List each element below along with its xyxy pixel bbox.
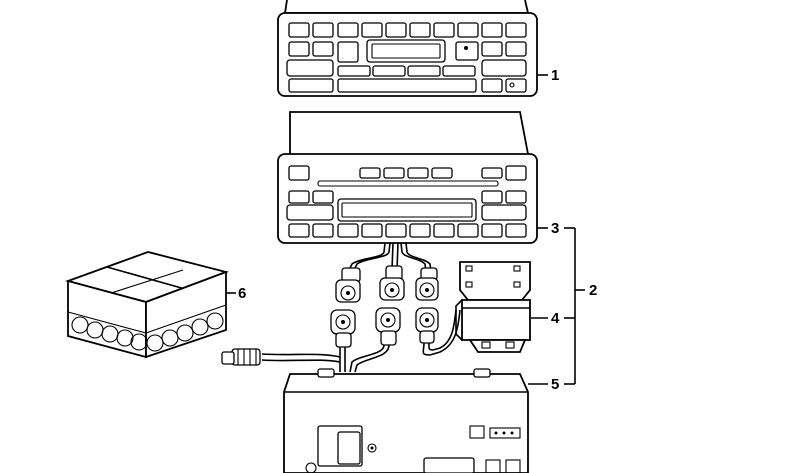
upper-left-plug bbox=[335, 267, 361, 303]
side-connector-plug bbox=[221, 348, 261, 366]
lower-right-plug bbox=[415, 307, 439, 344]
radio3-button-row-4 bbox=[288, 223, 527, 238]
radio1-button-row-1 bbox=[288, 22, 527, 38]
radio1-button-row-2 bbox=[288, 39, 527, 63]
callout-3: 3 bbox=[551, 220, 559, 237]
radio3-display bbox=[286, 198, 527, 222]
upper-middle-plug bbox=[379, 265, 405, 301]
cd-changer-box bbox=[65, 251, 236, 359]
radio1-button-row-3 bbox=[286, 59, 527, 77]
callout-6: 6 bbox=[238, 285, 246, 302]
lower-left-plug bbox=[330, 309, 356, 348]
lower-middle-plug bbox=[375, 307, 401, 346]
group-bracket-2 bbox=[564, 227, 585, 385]
cd-radio-unit bbox=[277, 111, 548, 244]
cable-harness bbox=[221, 242, 461, 373]
amplifier-unit bbox=[283, 368, 548, 473]
radio3-button-row-2 bbox=[288, 190, 527, 204]
callout-2: 2 bbox=[589, 282, 597, 299]
cassette-radio-unit bbox=[277, 0, 548, 97]
cd-changer-vents bbox=[71, 312, 224, 352]
callout-4: 4 bbox=[551, 310, 560, 327]
callout-1: 1 bbox=[551, 67, 559, 84]
radio3-button-row-1 bbox=[288, 165, 527, 181]
callout-5: 5 bbox=[551, 376, 559, 393]
upper-right-plug bbox=[415, 267, 439, 301]
radio1-button-row-4 bbox=[288, 78, 527, 93]
mounting-bracket bbox=[455, 261, 548, 353]
